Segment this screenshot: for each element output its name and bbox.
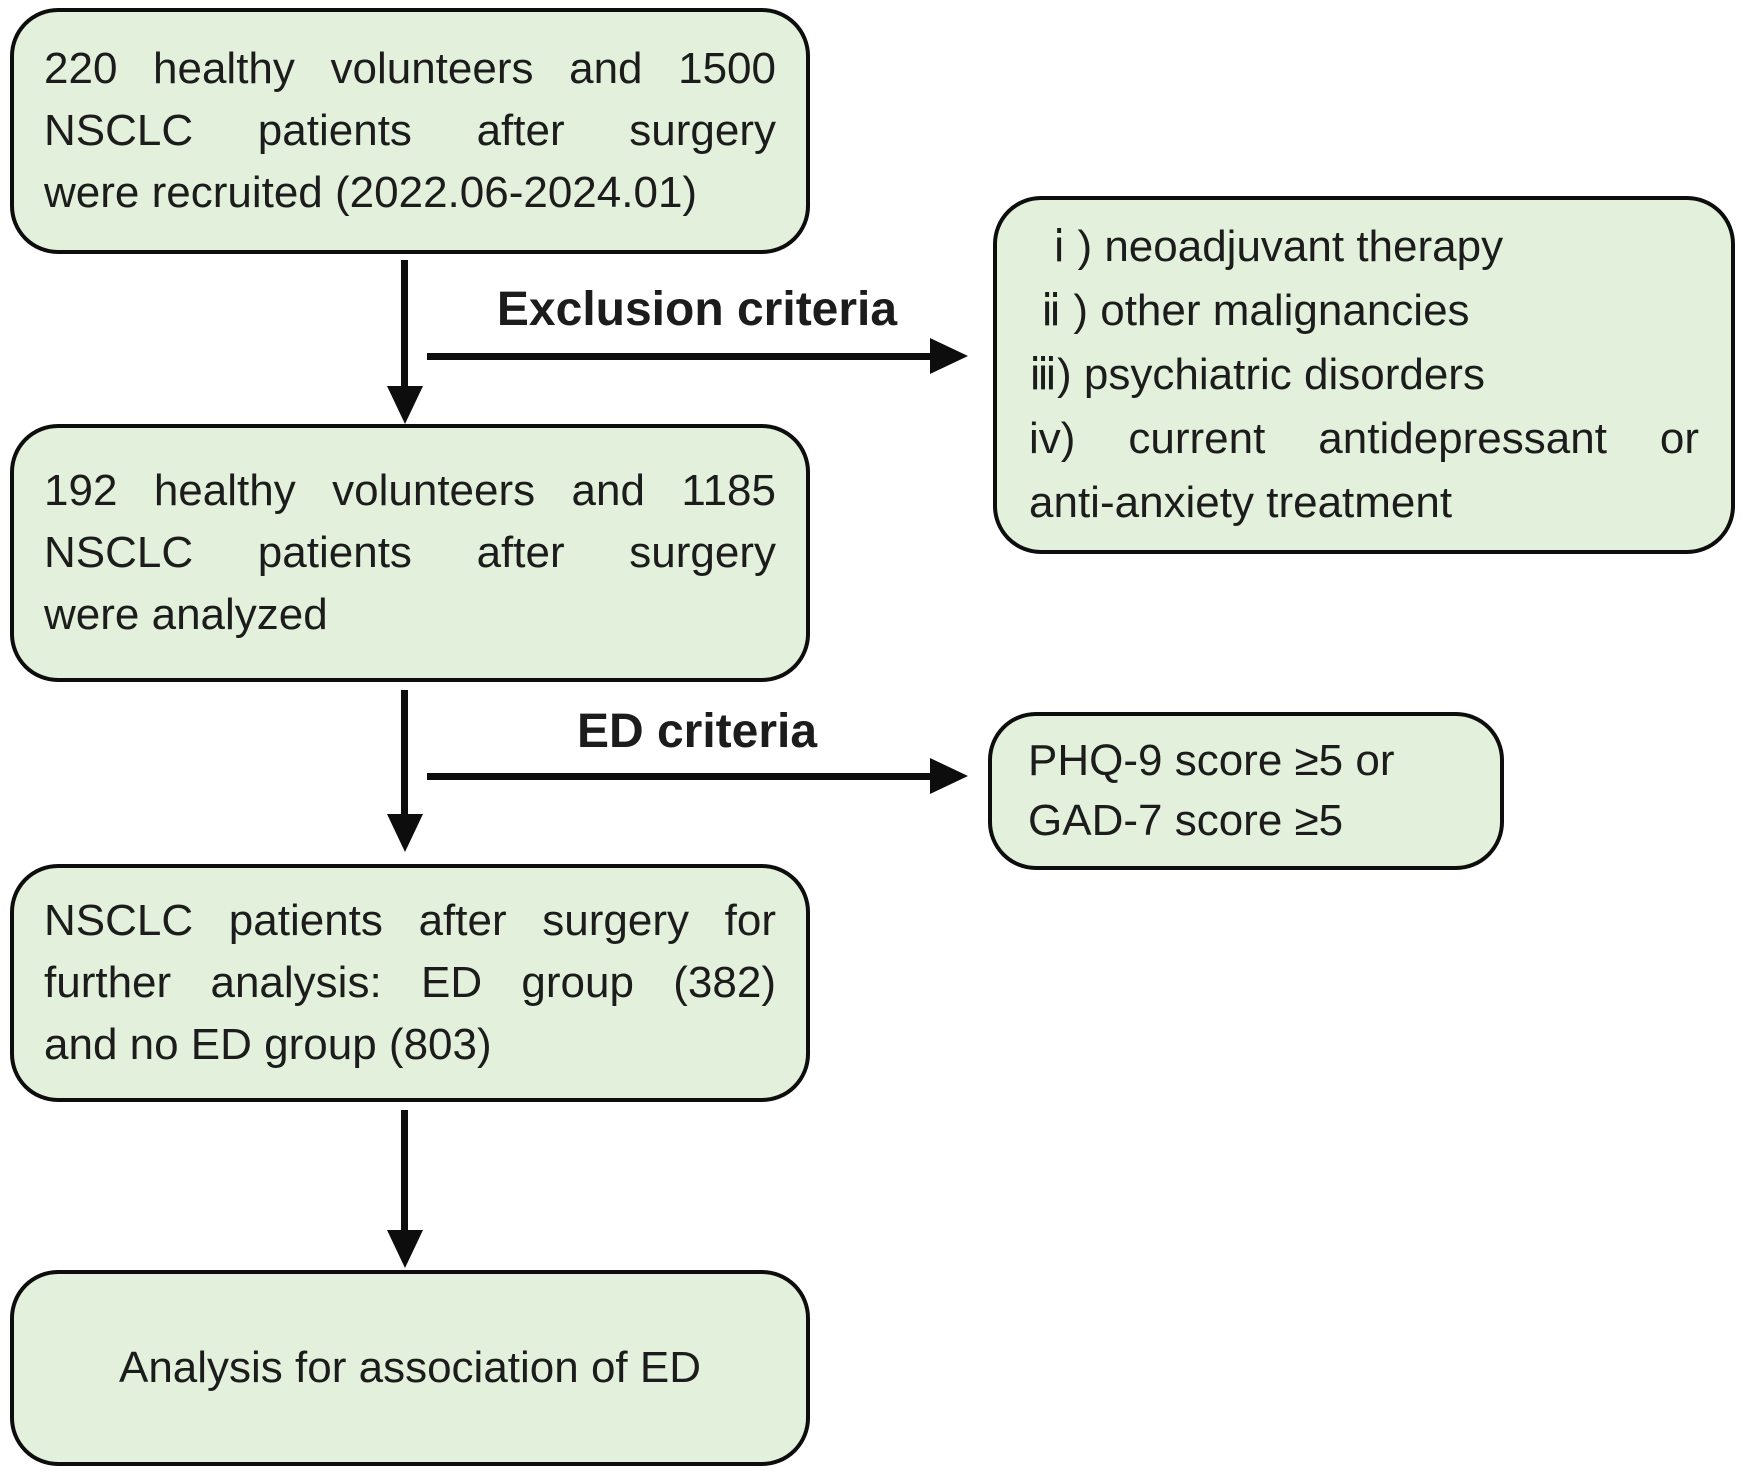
exclusion-item-4-cont: anti-anxiety treatment: [1029, 478, 1453, 527]
box-recruited-line-3: were recruited (2022.06-2024.01): [44, 168, 698, 217]
ed-criteria-label: ED criteria: [576, 705, 818, 758]
arrow-right-ed-stem: [427, 773, 932, 780]
exclusion-item-1: ⅰ ) neoadjuvant therapy: [1053, 222, 1504, 271]
box-ed-groups-line-3: and no ED group (803): [44, 1020, 492, 1069]
box-recruited-line-2: NSCLC patients after surgery: [44, 106, 776, 155]
box-exclusion-criteria: ⅰ ) neoadjuvant therapy ⅱ ) other malign…: [993, 196, 1735, 554]
arrow-down-1-head: [387, 386, 423, 424]
arrow-down-2-stem: [401, 690, 408, 816]
box-recruited-line-1: 220 healthy volunteers and 1500: [44, 44, 776, 93]
box-ed-criteria-scores: PHQ-9 score ≥5 or GAD-7 score ≥5: [988, 712, 1504, 870]
box-recruited: 220 healthy volunteers and 1500 NSCLC pa…: [10, 8, 810, 254]
box-analysis: Analysis for association of ED: [10, 1270, 810, 1466]
arrow-down-1-stem: [401, 260, 408, 388]
box-analyzed-line-3: were analyzed: [44, 590, 328, 639]
exclusion-item-3: ⅲ) psychiatric disorders: [1029, 350, 1485, 399]
exclusion-item-4: iv) current antidepressant or: [1029, 414, 1699, 463]
box-analyzed: 192 healthy volunteers and 1185 NSCLC pa…: [10, 424, 810, 682]
arrow-right-ed-head: [930, 758, 968, 794]
arrow-down-2-head: [387, 814, 423, 852]
arrow-down-3-head: [387, 1230, 423, 1268]
box-ed-groups-line-1: NSCLC patients after surgery for: [44, 896, 776, 945]
box-ed-groups: NSCLC patients after surgery for further…: [10, 864, 810, 1102]
exclusion-criteria-label: Exclusion criteria: [496, 283, 898, 336]
arrow-right-exclusion-stem: [427, 353, 932, 360]
phq-line-2: GAD-7 score ≥5: [1028, 796, 1344, 845]
exclusion-item-2: ⅱ ) other malignancies: [1041, 286, 1470, 335]
box-ed-groups-line-2: further analysis: ED group (382): [44, 958, 776, 1007]
phq-line-1: PHQ-9 score ≥5 or: [1028, 736, 1395, 785]
box-analyzed-line-2: NSCLC patients after surgery: [44, 528, 776, 577]
arrow-down-3-stem: [401, 1110, 408, 1232]
arrow-right-exclusion-head: [930, 338, 968, 374]
box-analyzed-line-1: 192 healthy volunteers and 1185: [44, 466, 776, 515]
box-analysis-line-1: Analysis for association of ED: [118, 1343, 702, 1392]
